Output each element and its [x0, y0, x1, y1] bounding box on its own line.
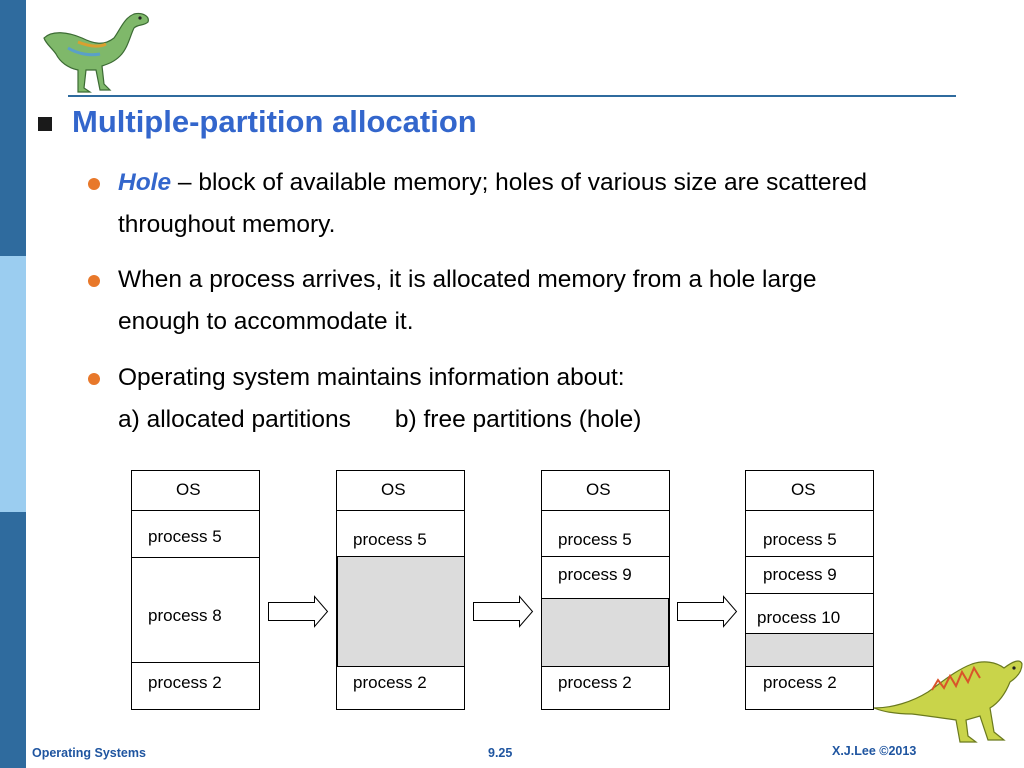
- sidebar-stripe-middle: [0, 256, 26, 512]
- process-label: process 5: [558, 530, 632, 549]
- os-label: OS: [176, 480, 201, 499]
- process-label: process 9: [558, 565, 632, 584]
- free-partitions-text: b) free partitions (hole): [394, 406, 642, 433]
- bullet-2-line-2: enough to accommodate it.: [118, 308, 414, 335]
- bullet-2-line-1: When a process arrives, it is allocated …: [118, 266, 817, 293]
- right-arrow-icon: [473, 595, 534, 628]
- process-label: process 8: [148, 606, 222, 625]
- process-label: process 10: [757, 608, 840, 627]
- bullet-3-line-2: a) allocated partitions b) free partition…: [118, 399, 641, 441]
- bullet-dot-icon: [88, 275, 100, 287]
- process-label: process 2: [763, 673, 837, 692]
- dinosaur-logo-icon: [43, 12, 149, 93]
- dinosaur-illustration-icon: [873, 660, 1023, 743]
- os-label: OS: [586, 480, 611, 499]
- process-label: process 2: [148, 673, 222, 692]
- process-label: process 5: [763, 530, 837, 549]
- bullet-1-text: – block of available memory; holes of va…: [171, 169, 867, 196]
- allocated-partitions-text: a) allocated partitions: [118, 406, 351, 433]
- hole-term: Hole: [118, 169, 172, 196]
- bullet-dot-icon: [88, 373, 100, 385]
- bullet-1-line-2: throughout memory.: [118, 211, 336, 238]
- right-arrow-icon: [677, 595, 738, 628]
- right-arrow-icon: [268, 595, 329, 628]
- bullet-1-line-1: Hole – block of available memory; holes …: [118, 162, 867, 204]
- bullet-3-line-1: Operating system maintains information a…: [118, 364, 625, 391]
- memory-column-1: [131, 470, 260, 710]
- memory-column-4: [745, 470, 874, 710]
- process-label: process 2: [558, 673, 632, 692]
- process-label: process 2: [353, 673, 427, 692]
- process-label: process 9: [763, 565, 837, 584]
- title-bullet-icon: [38, 117, 52, 131]
- sidebar-stripe-top: [0, 0, 26, 256]
- hole-block: [745, 633, 874, 667]
- os-label: OS: [791, 480, 816, 499]
- hole-block: [541, 598, 669, 667]
- process-label: process 5: [353, 530, 427, 549]
- slide-title: Multiple-partition allocation: [72, 104, 477, 139]
- footer-author: X.J.Lee ©2013: [832, 744, 917, 758]
- process-label: process 5: [148, 527, 222, 546]
- memory-column-2: [336, 470, 465, 710]
- footer-course-name: Operating Systems: [32, 746, 146, 760]
- sidebar-stripe-bottom: [0, 512, 26, 768]
- memory-column-3: [541, 470, 670, 710]
- hole-block: [337, 556, 465, 667]
- bullet-dot-icon: [88, 178, 100, 190]
- footer-slide-number: 9.25: [488, 746, 513, 760]
- os-label: OS: [381, 480, 406, 499]
- header-divider: [68, 95, 956, 97]
